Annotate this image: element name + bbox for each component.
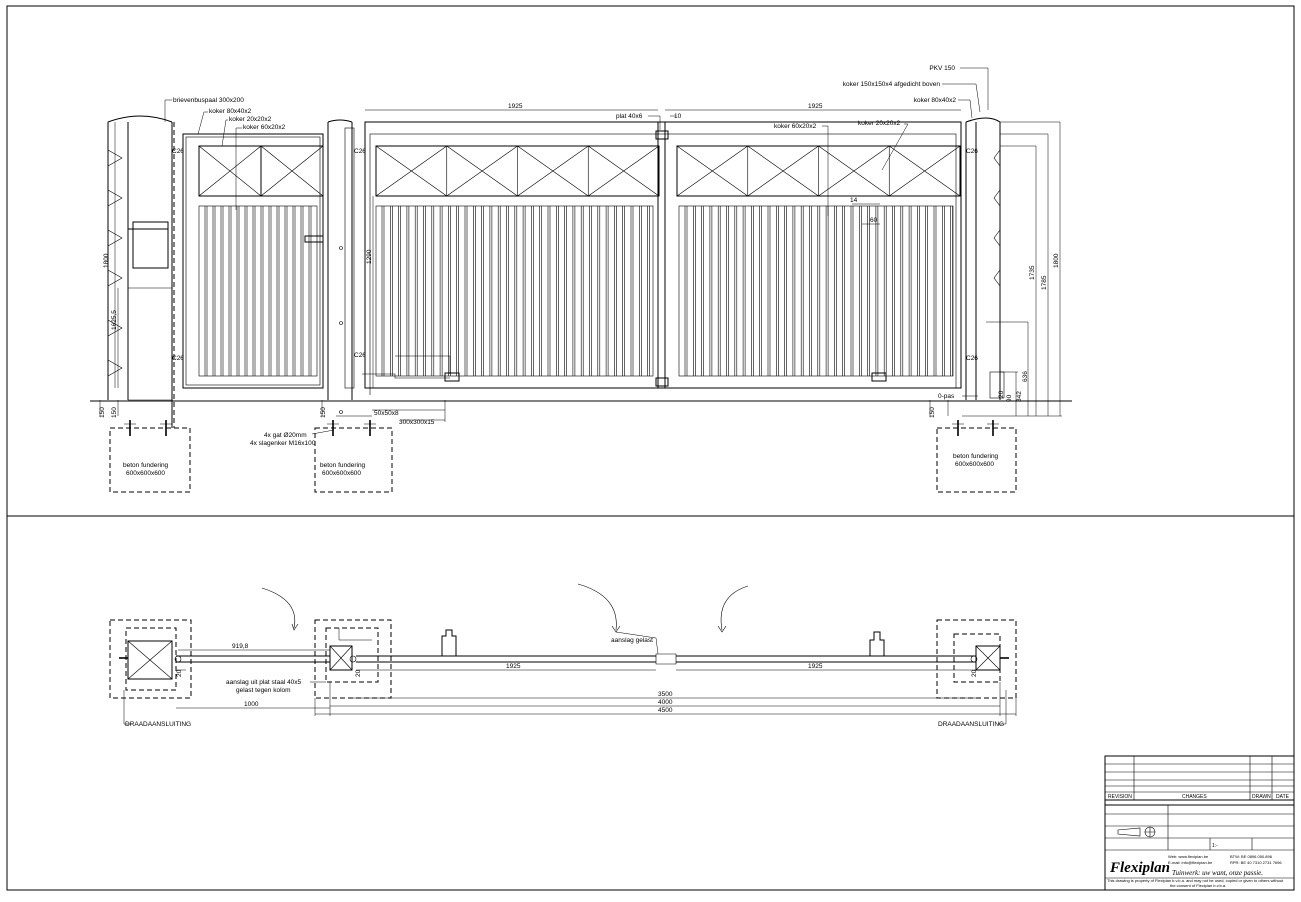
label-plate-300: 300x300x15 — [399, 419, 435, 426]
foundation-label: beton fundering — [123, 462, 169, 469]
dim-r1: 20 — [998, 390, 1005, 398]
footer-note-1: This drawing is property of Flexiplan b.… — [1107, 878, 1284, 883]
company-rpr: RPR: BE 40 7310 2731 7696 — [1230, 860, 1282, 865]
label-aanslag-gelast: aanslag gelast — [611, 637, 653, 644]
dim-60: 60 — [870, 217, 878, 224]
label-brievenbuspaal: brievenbuspaal 300x200 — [173, 97, 244, 104]
dim-20: 20 — [355, 669, 362, 677]
c26-label: C26 — [966, 148, 978, 155]
label-koker-80x40-right: koker 80x40x2 — [914, 97, 957, 104]
top-view: 919,8 20 20 20 aanslag uit plat staal 40… — [109, 583, 1017, 728]
dim-3500: 3500 — [658, 691, 673, 698]
hinge-post-center — [327, 119, 355, 414]
c26-label: C26 — [172, 355, 184, 362]
pedestrian-gate — [182, 133, 324, 389]
label-plate-50: 50x50x8 — [374, 410, 399, 417]
cross-brace — [818, 145, 890, 197]
label-revision: REVISION — [1108, 794, 1132, 800]
drawing-frame — [6, 5, 1295, 891]
company-tagline: Tuinwerk: uw want, onze passie. — [1172, 869, 1263, 877]
company-logo: Flexiplan — [1109, 860, 1170, 876]
dim-20: 20 — [971, 669, 978, 677]
dim-20: 20 — [176, 669, 183, 677]
dim-h1290: 1290 — [366, 249, 373, 264]
c26-label: C26 — [172, 148, 184, 155]
foundation-size: 600x600x600 — [126, 470, 165, 477]
cross-brace — [676, 145, 748, 197]
label-changes: CHANGES — [1182, 794, 1207, 800]
label-plat-dim: 10 — [674, 113, 682, 120]
dim-4000: 4000 — [658, 699, 673, 706]
label-plat: plat 40x6 — [616, 113, 643, 120]
dim-r2: 90 — [1006, 394, 1013, 402]
label-slagenker: 4x slagenker M16x100 — [250, 440, 316, 447]
cross-brace — [747, 145, 819, 197]
foundations — [109, 420, 1017, 493]
dim-h1800-left: 1800 — [103, 253, 110, 268]
dim-1000: 1000 — [244, 701, 259, 708]
dim-919: 919,8 — [232, 643, 249, 650]
c26-label: C26 — [354, 148, 366, 155]
label-aanslag-staal: aanslag uit plat staal 40x5 — [226, 679, 302, 686]
cross-brace — [375, 145, 447, 197]
dim-h1735: 1735 — [1029, 265, 1036, 280]
label-draadaansluiting-right: DRAADAANSLUITING — [938, 721, 1004, 728]
label-koker-60x20-left: koker 60x20x2 — [243, 124, 286, 131]
label-aanslag-staal-2: gelast tegen kolom — [236, 687, 291, 694]
label-pkv: PKV 150 — [929, 65, 955, 72]
end-post-right — [965, 117, 1018, 400]
dim-leaf-right: 1925 — [808, 103, 823, 110]
label-draadaansluiting-left: DRAADAANSLUITING — [125, 721, 191, 728]
label-koker-80x40-left: koker 80x40x2 — [209, 108, 252, 115]
label-koker-20x20-right: koker 20x20x2 — [858, 120, 901, 127]
foundation-size: 600x600x600 — [955, 461, 994, 468]
company-web: Web: www.flexiplan.be — [1168, 854, 1209, 859]
label-koker-20x20-left: koker 20x20x2 — [229, 116, 272, 123]
scale-value: 1:- — [1212, 843, 1218, 849]
c26-label: C26 — [966, 355, 978, 362]
front-dimensions — [99, 109, 1062, 422]
dim-636: 636 — [1022, 371, 1029, 382]
dim-14: 14 — [850, 197, 858, 204]
dim-h1800-right: 1800 — [1053, 253, 1060, 268]
label-gat: 4x gat Ø20mm — [264, 432, 307, 439]
mailbox-post — [107, 115, 175, 428]
dim-150-b: 150 — [111, 407, 118, 418]
foundation-size: 600x600x600 — [322, 470, 361, 477]
front-view: brievenbuspaal 300x200 koker 80x40x2 kok… — [90, 65, 1072, 493]
dim-leaf-left: 1925 — [508, 103, 523, 110]
label-drawn: DRAWN — [1252, 794, 1271, 800]
company-email: E-mail: info@flexiplan.be — [1168, 860, 1213, 865]
footer-note-2: the consent of Flexiplan b.v.b.a. — [1170, 883, 1226, 888]
cross-brace — [517, 145, 589, 197]
label-o-pas: 0-pas — [938, 393, 955, 400]
title-block: REVISION CHANGES DRAWN DATE 1:- Flexipla… — [1104, 755, 1295, 891]
double-gate — [362, 121, 962, 395]
c26-label: C26 — [354, 352, 366, 359]
front-labels: brievenbuspaal 300x200 koker 80x40x2 kok… — [99, 65, 1060, 477]
dim-h1625: 1625,5 — [111, 310, 118, 330]
company-btw: BTW: BE 0896.050.896 — [1230, 854, 1273, 859]
dim-342: 342 — [1016, 391, 1023, 402]
cross-brace — [446, 145, 518, 197]
label-koker-60x20-right: koker 60x20x2 — [774, 123, 817, 130]
dim-4500: 4500 — [658, 707, 673, 714]
dim-1925-right: 1925 — [808, 663, 823, 670]
dim-h1785: 1785 — [1041, 275, 1048, 290]
cross-brace — [888, 145, 961, 197]
dim-1925-left: 1925 — [506, 663, 521, 670]
label-koker-150: koker 150x150x4 afgedicht boven — [843, 81, 941, 88]
cross-brace — [587, 145, 660, 197]
leader-lines — [164, 67, 989, 435]
label-date: DATE — [1276, 794, 1290, 800]
foundation-label: beton fundering — [953, 453, 999, 460]
foundation-label: beton fundering — [320, 462, 366, 469]
dim-150-a: 150 — [99, 407, 106, 418]
dim-150-c: 150 — [320, 407, 327, 418]
dim-150-d: 150 — [929, 407, 936, 418]
